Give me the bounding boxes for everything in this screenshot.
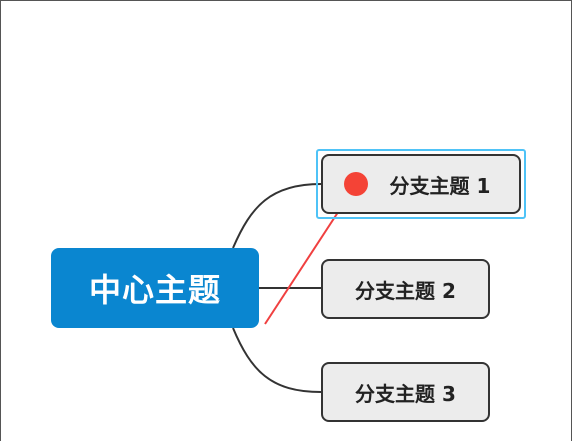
branch-topic-3[interactable]: 分支主题 3 [321, 362, 490, 422]
branch-topic-1[interactable]: 分支主题 1 [321, 154, 521, 214]
branch-topic-2[interactable]: 分支主题 2 [321, 259, 490, 319]
branch-topic-1-label: 分支主题 1 [389, 173, 491, 198]
branch-topic-2-label: 分支主题 2 [355, 278, 456, 303]
connector-branch-1 [232, 183, 322, 249]
central-topic-label: 中心主题 [88, 271, 221, 309]
selection-frame [316, 149, 526, 219]
connector-branch-3 [232, 327, 322, 393]
central-topic[interactable]: 中心主题 [51, 248, 259, 328]
branch-topic-3-label: 分支主题 3 [355, 381, 456, 406]
red-dot-marker-icon [344, 172, 368, 196]
